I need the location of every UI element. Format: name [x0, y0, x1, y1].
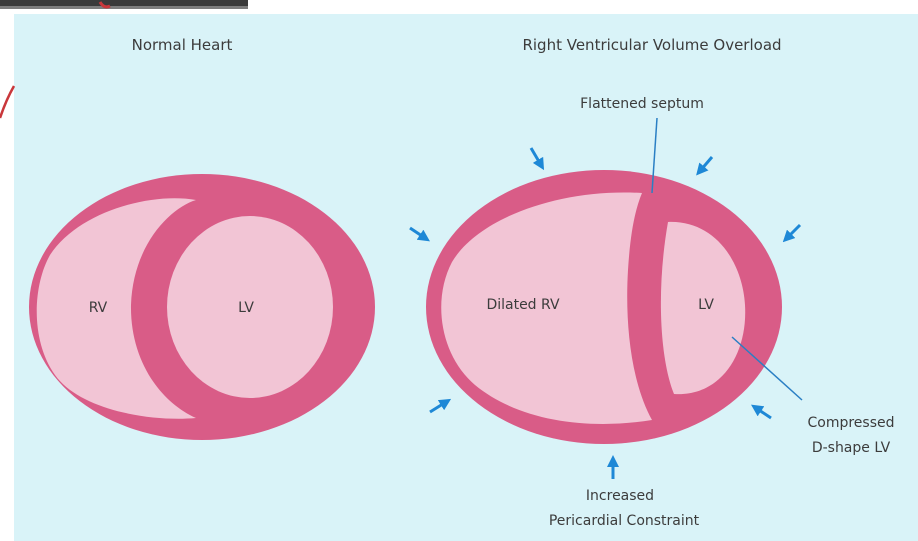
compression-arrow-icon — [430, 402, 446, 412]
compression-arrow-icon — [756, 408, 771, 418]
compression-arrow-icon — [410, 228, 425, 238]
lv-callout-line-2: D-shape LV — [812, 440, 891, 456]
normal-heart-title: Normal Heart — [132, 36, 233, 54]
constraint-line-1: Increased — [586, 488, 654, 504]
normal-heart — [29, 174, 375, 440]
overload-heart-title: Right Ventricular Volume Overload — [522, 36, 781, 54]
overloaded-heart — [426, 170, 782, 444]
lv-callout-line-1: Compressed — [807, 415, 894, 431]
compression-arrow-icon — [700, 157, 712, 171]
normal-rv-label: RV — [89, 300, 108, 316]
compression-arrow-icon — [787, 225, 800, 238]
red-tick-decoration — [100, 2, 110, 7]
overload-lv-label: LV — [698, 297, 714, 313]
compression-arrow-icon — [531, 148, 541, 165]
red-stroke-decoration — [0, 86, 14, 118]
normal-lv-label: LV — [238, 300, 254, 316]
constraint-line-2: Pericardial Constraint — [549, 513, 700, 529]
dilated-rv-label: Dilated RV — [486, 297, 560, 313]
septum-label: Flattened septum — [580, 96, 704, 112]
